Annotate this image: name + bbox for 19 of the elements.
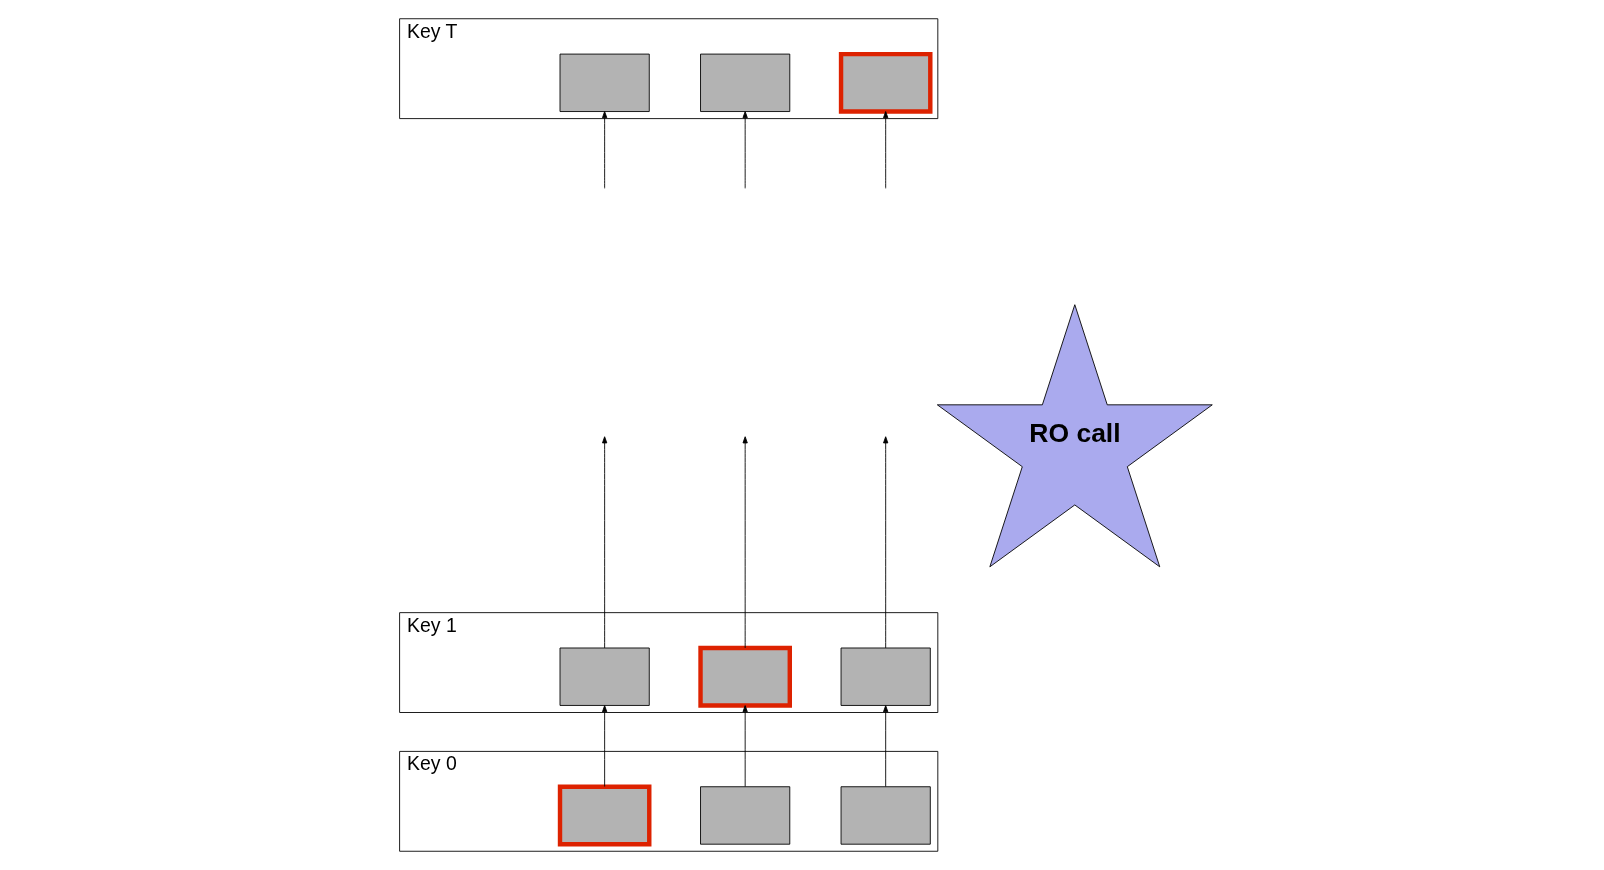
- node-box: [840, 786, 931, 845]
- node-box: [840, 647, 931, 706]
- arrow: [742, 436, 748, 649]
- arrow: [882, 436, 888, 649]
- node-box: [557, 784, 651, 847]
- node-box: [697, 645, 792, 708]
- arrow: [742, 111, 748, 189]
- arrow: [882, 705, 888, 787]
- arrow: [601, 436, 607, 649]
- node-box: [699, 786, 790, 845]
- cluster: Key 0: [398, 750, 938, 852]
- arrow: [601, 111, 607, 189]
- arrow: [601, 705, 607, 787]
- node-box: [699, 53, 790, 112]
- node-box: [838, 51, 932, 114]
- node-box: [559, 53, 650, 112]
- arrow: [742, 705, 748, 787]
- arrow: [882, 111, 888, 189]
- node-box: [559, 647, 650, 706]
